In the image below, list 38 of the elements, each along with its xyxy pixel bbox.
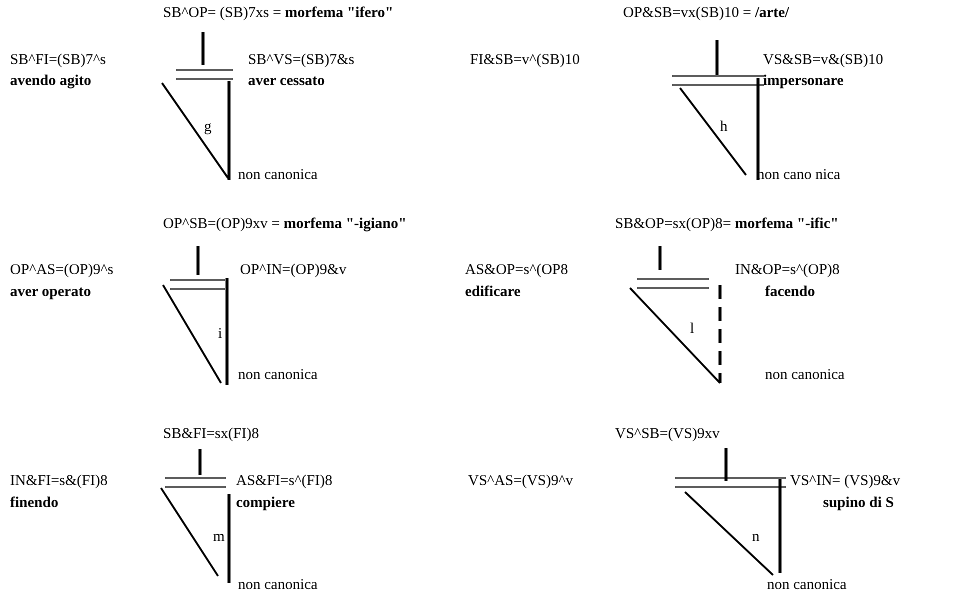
term-label: impersonare [763,72,844,90]
term-label: edificare [465,283,521,301]
term-label: compiere [236,494,295,512]
formula-label: AS&OP=s^(OP8 [465,261,568,279]
formula-label: SB^FI=(SB)7^s [10,51,106,69]
term-label: facendo [765,283,815,301]
triangle-letter: i [218,325,222,343]
formula-label: VS^SB=(VS)9xv [615,425,720,443]
term-label: finendo [10,494,58,512]
note-label: non canonica [238,366,318,384]
note-label: non canonica [765,366,845,384]
note-label: non canonica [238,166,318,184]
term-label: supino di S [823,494,894,512]
formula-label: AS&FI=s^(FI)8 [236,472,332,490]
formula-label: SB&FI=sx(FI)8 [163,425,259,443]
note-label: non canonica [238,576,318,594]
triangle-letter: n [752,528,760,546]
term-label: avendo agito [10,72,92,90]
triangle-letter: m [213,528,225,546]
formula-label: SB^VS=(SB)7&s [248,51,354,69]
formula-label: VS&SB=v&(SB)10 [763,51,884,69]
note-label: non canonica [767,576,847,594]
formula-label: IN&OP=s^(OP)8 [735,261,840,279]
formula-label: OP^SB=(OP)9xv = morfema "-igiano" [163,215,407,233]
formula-label: OP^AS=(OP)9^s [10,261,114,279]
formula-label: SB&OP=sx(OP)8= morfema "-ific" [615,215,839,233]
formula-label: OP&SB=vx(SB)10 = /arte/ [623,4,790,22]
formula-label: VS^IN= (VS)9&v [790,472,900,490]
term-label: aver operato [10,283,91,301]
term-label: aver cessato [248,72,325,90]
formula-label: FI&SB=v^(SB)10 [470,51,580,69]
triangle-letter: h [720,118,728,136]
formula-label: OP^IN=(OP)9&v [240,261,346,279]
formula-label: IN&FI=s&(FI)8 [10,472,108,490]
triangle-letter: l [690,320,694,338]
triangle-letter: g [204,118,212,136]
formula-label: VS^AS=(VS)9^v [468,472,574,490]
formula-label: SB^OP= (SB)7xs = morfema "ifero" [163,4,394,22]
